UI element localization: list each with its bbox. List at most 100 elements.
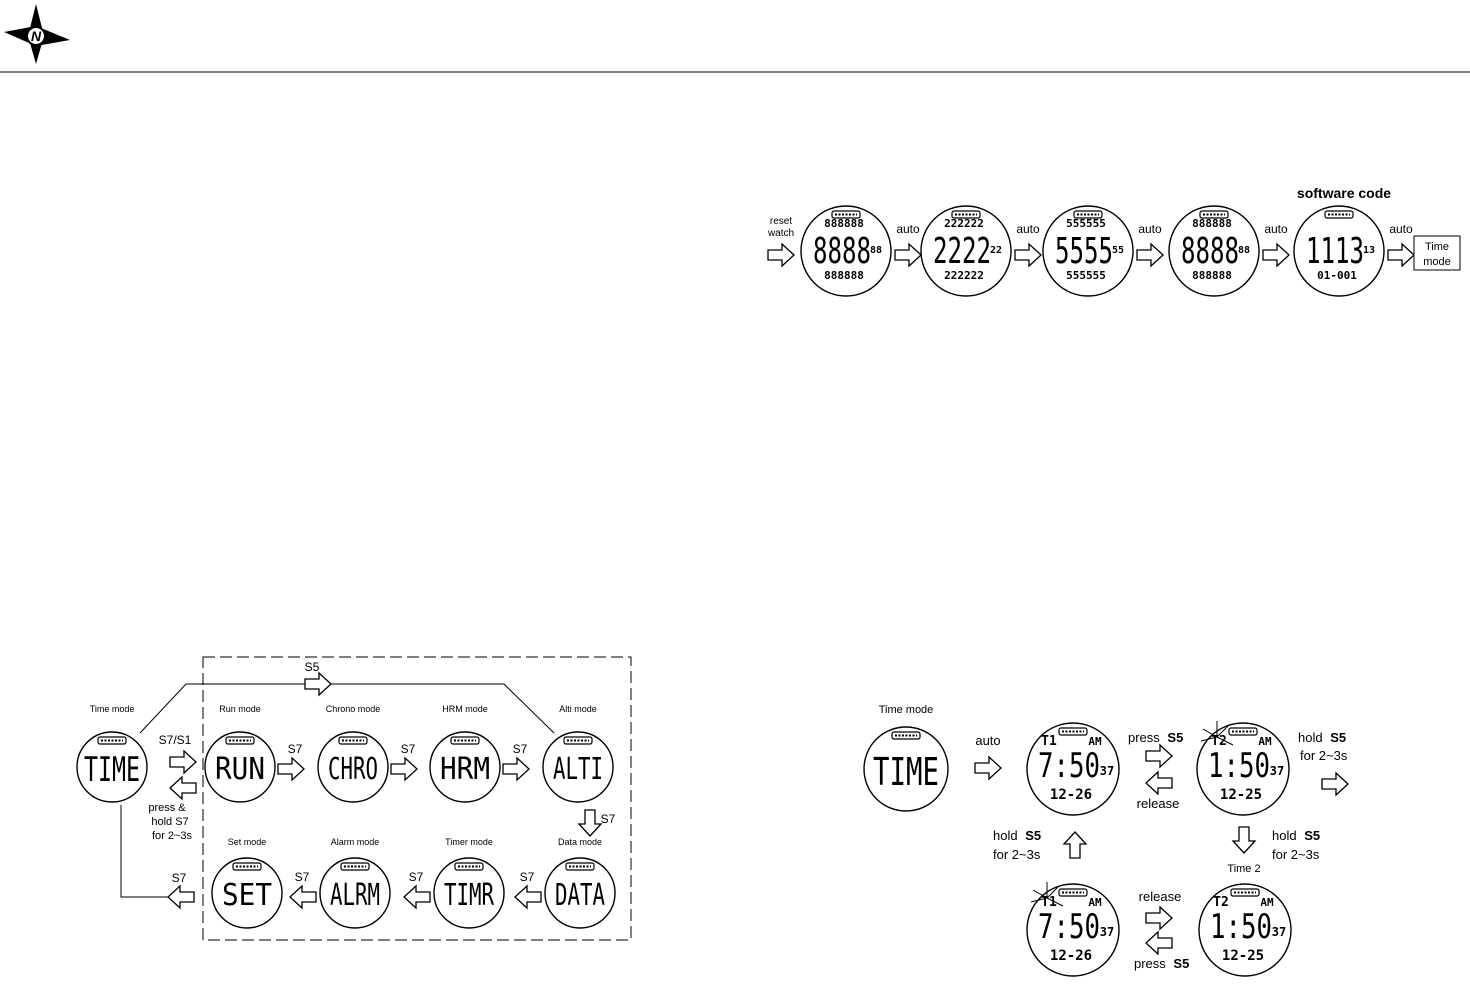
dt-screen-time: TIME [863, 726, 949, 812]
lcd-main-digits: 7:50 [1038, 746, 1100, 786]
s7-label: S7 [295, 870, 310, 884]
lcd-top-row: 222222 [944, 217, 984, 230]
lcd-main-digits: RUN [215, 752, 265, 787]
arrow-down-icon [578, 809, 602, 837]
s5-path-line [139, 683, 555, 734]
s7-label: S7 [409, 870, 424, 884]
flash-rays-icon [1030, 882, 1064, 907]
s7s1-label: S7/S1 [159, 733, 192, 747]
dt-time-mode-label: Time mode [879, 704, 934, 716]
lcd-seconds: 37 [1100, 925, 1114, 939]
watch-label: watch [767, 228, 794, 239]
mode-screen-alti: ALTI [542, 731, 614, 803]
software-code-label: software code [1297, 185, 1391, 201]
arrow-right-icon [1014, 243, 1042, 267]
svg-text:N: N [31, 28, 42, 44]
arrow-right-icon [1145, 744, 1173, 768]
mode-label: Chrono mode [326, 704, 381, 714]
arrow-right-icon [767, 243, 795, 267]
time-mode-box-line1: Time [1425, 241, 1449, 253]
dt-hold-label-3: hold [993, 828, 1018, 843]
arrow-right-icon [974, 756, 1002, 780]
lcd-side-digits: 13 [1363, 245, 1375, 256]
lcd-seconds: 37 [1270, 764, 1284, 778]
lcd-seconds: 37 [1100, 764, 1114, 778]
dt-for-label-1: for 2~3s [1300, 748, 1348, 763]
lcd-date: 12-26 [1050, 948, 1092, 964]
lcd-date: 12-25 [1220, 787, 1262, 803]
dt-for-label-3: for 2~3s [993, 847, 1041, 862]
lcd-ampm: AM [1258, 735, 1272, 748]
lcd-bottom-row: 01-001 [1317, 269, 1357, 282]
auto-label: auto [1389, 222, 1413, 236]
compass-n-logo-icon: N [4, 4, 70, 64]
press-hold-line1: press & [148, 802, 186, 814]
arrow-right-icon [1321, 772, 1349, 796]
dt-press-key: S5 [1167, 730, 1183, 745]
dt-release-label-1: release [1137, 796, 1180, 811]
s7-label: S7 [513, 742, 528, 756]
auto-label: auto [1138, 222, 1162, 236]
svg-text:hold S5: hold S5 [993, 828, 1041, 843]
arrow-right-icon [390, 757, 418, 781]
dt-time2-label: Time 2 [1227, 863, 1260, 875]
arrow-right-icon [1387, 243, 1415, 267]
arrow-left-icon [514, 885, 542, 909]
dt-hold-label-2: hold [1272, 828, 1297, 843]
lcd-main-digits: SET [222, 878, 272, 913]
s7-label: S7 [520, 870, 535, 884]
lcd-main-digits: 2222 [933, 231, 991, 272]
lcd-main-digits: TIME [84, 750, 140, 790]
lcd-date: 12-25 [1222, 948, 1264, 964]
mode-screen-chrono: CHRO [317, 731, 389, 803]
auto-label: auto [1016, 222, 1040, 236]
svg-text:press S5: press S5 [1134, 956, 1189, 971]
mode-screen-hrm: HRM [429, 731, 501, 803]
lcd-bottom-row: 888888 [824, 269, 864, 282]
lcd-main-digits: 8888 [1181, 231, 1239, 272]
mode-screen-set: SET [211, 857, 283, 929]
mode-screen-alarm: ALRM [319, 857, 391, 929]
time-mode-label: Time mode [90, 704, 135, 714]
lcd-bottom-row: 888888 [1192, 269, 1232, 282]
arrow-right-icon [304, 672, 332, 696]
mode-screen-run: RUN [204, 731, 276, 803]
mode-screen-time: TIME [76, 731, 148, 803]
lcd-date: 12-26 [1050, 787, 1092, 803]
lcd-time-tag: T1 [1041, 734, 1057, 749]
arrow-left-icon [289, 885, 317, 909]
arrow-right-icon [1262, 243, 1290, 267]
arrow-right-icon [1145, 906, 1173, 930]
lcd-side-digits: 55 [1112, 245, 1124, 256]
arrow-left-icon [167, 885, 195, 909]
lcd-main-digits: 5555 [1055, 231, 1113, 272]
lcd-ampm: AM [1088, 735, 1102, 748]
lcd-bottom-row: 555555 [1066, 269, 1106, 282]
lcd-ampm: AM [1088, 896, 1102, 909]
lcd-top-row: 555555 [1066, 217, 1106, 230]
dt-hold-label-1: hold [1298, 730, 1323, 745]
lcd-top-row: 888888 [1192, 217, 1232, 230]
lcd-main-digits: ALTI [553, 752, 603, 787]
reset-label: reset [770, 216, 792, 227]
mode-label: Set mode [228, 837, 267, 847]
arrow-down-icon [1232, 826, 1256, 854]
dt-press-label-2: press [1134, 956, 1166, 971]
arrow-right-icon [502, 757, 530, 781]
mode-label: Run mode [219, 704, 261, 714]
top-s5-label: S5 [305, 660, 320, 674]
lcd-top-row: 888888 [824, 217, 864, 230]
mode-screen-data: DATA [544, 857, 616, 929]
arrow-left-icon [1145, 931, 1173, 955]
lcd-bottom-row: 222222 [944, 269, 984, 282]
lcd-main-digits: 1:50 [1210, 907, 1272, 947]
dt-hold-key-3: S5 [1025, 828, 1041, 843]
lcd-main-digits: 1113 [1306, 231, 1364, 272]
arrow-up-icon [1063, 831, 1087, 859]
